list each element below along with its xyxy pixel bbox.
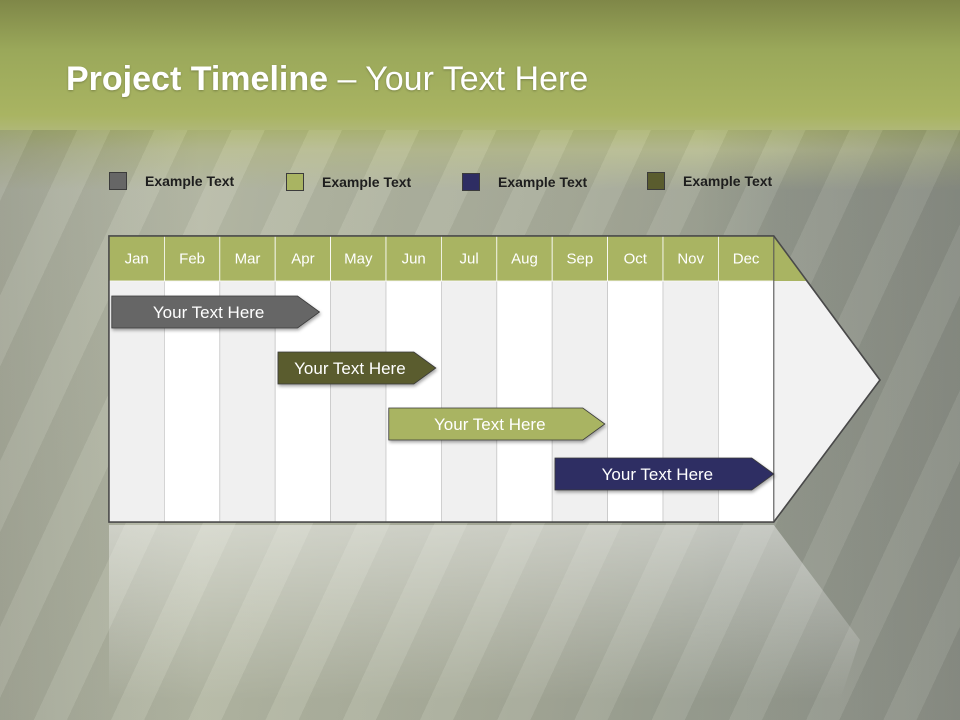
month-label-jul: Jul xyxy=(460,251,479,268)
month-label-jun: Jun xyxy=(402,251,426,268)
month-label-apr: Apr xyxy=(291,251,314,268)
legend-label-3: Example Text xyxy=(498,174,588,190)
title-bold: Project Timeline xyxy=(66,60,329,98)
timeline-bar-3 xyxy=(388,407,606,441)
legend-item-3: Example Text xyxy=(462,172,587,192)
timeline-outline xyxy=(108,235,881,523)
legend-swatch-4 xyxy=(647,172,665,190)
legend-swatch-1 xyxy=(109,172,127,190)
month-header-sep xyxy=(551,235,609,282)
timeline-bar-4 xyxy=(554,457,775,491)
timeline-bar-1 xyxy=(111,295,321,329)
legend-swatch-2 xyxy=(286,173,304,191)
timeline-bar-label-2: Your Text Here xyxy=(294,359,406,378)
legend-label-4: Example Text xyxy=(683,173,773,189)
month-label-feb: Feb xyxy=(179,251,205,268)
timeline-bar-shape-4 xyxy=(554,457,775,491)
legend-item-1: Example Text xyxy=(109,171,234,191)
month-column-jul xyxy=(440,280,498,523)
month-header-jan xyxy=(108,235,165,282)
month-label-dec: Dec xyxy=(733,251,760,268)
month-header-mar xyxy=(219,235,276,282)
timeline-bar-shape-3 xyxy=(388,407,606,441)
legend-label-1: Example Text xyxy=(145,173,235,189)
legend-item-4: Example Text xyxy=(647,171,772,191)
month-label-may: May xyxy=(344,251,373,268)
month-column-jun xyxy=(385,280,442,523)
month-header-feb xyxy=(163,235,221,282)
timeline-bar-2 xyxy=(277,351,437,385)
month-column-may xyxy=(330,280,387,523)
month-label-nov: Nov xyxy=(677,251,704,268)
timeline-bar-label-3: Your Text Here xyxy=(434,415,546,434)
legend-swatch-3 xyxy=(462,173,480,191)
page-title: Project Timeline – Your Text Here xyxy=(66,60,588,99)
month-header-apr xyxy=(274,235,332,282)
legend-label-2: Example Text xyxy=(322,174,412,190)
month-label-jan: Jan xyxy=(125,251,149,268)
timeline-bar-shape-1 xyxy=(111,295,321,329)
month-label-sep: Sep xyxy=(567,251,594,268)
title-rest: – Your Text Here xyxy=(328,60,589,98)
legend-item-2: Example Text xyxy=(286,172,411,192)
timeline-bar-shape-2 xyxy=(277,351,437,385)
month-header-may xyxy=(330,235,387,282)
month-header-nov xyxy=(662,235,719,282)
month-header-jul xyxy=(440,235,498,282)
month-label-oct: Oct xyxy=(624,251,648,268)
timeline-bar-label-1: Your Text Here xyxy=(153,303,265,322)
month-label-mar: Mar xyxy=(235,251,261,268)
month-column-aug xyxy=(496,280,553,523)
timeline-bar-label-4: Your Text Here xyxy=(602,465,714,484)
month-label-aug: Aug xyxy=(511,251,538,268)
chart-reflection xyxy=(109,525,860,700)
